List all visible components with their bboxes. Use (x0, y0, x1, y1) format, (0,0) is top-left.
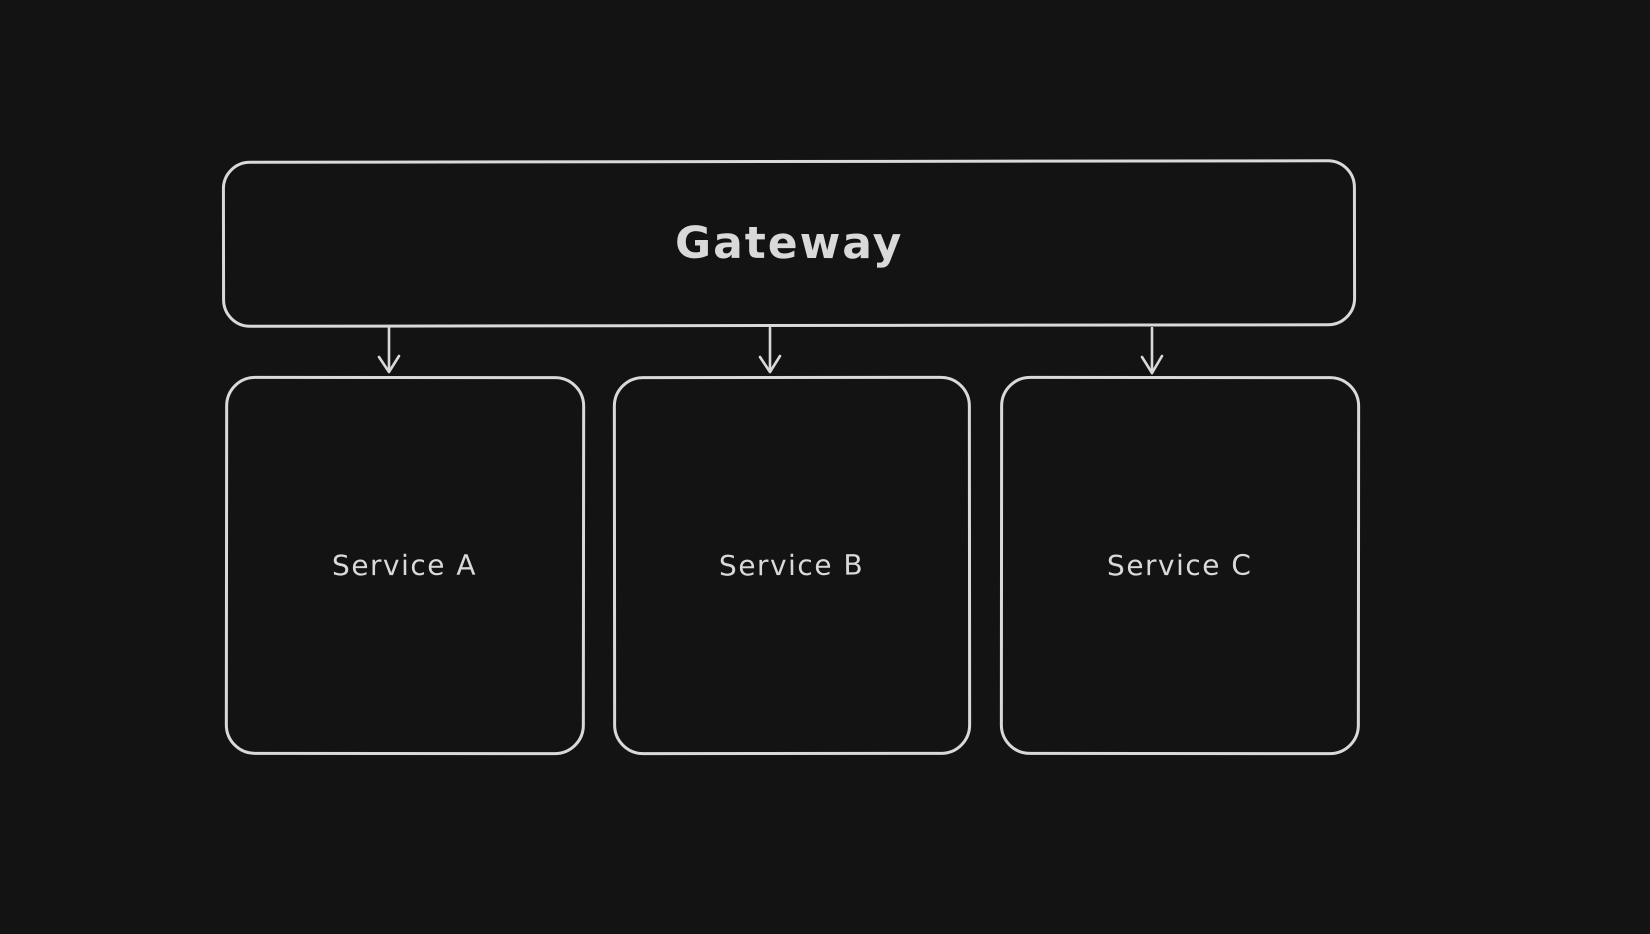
arrow-gateway-to-service-b (758, 327, 782, 374)
node-service-c: Service C (999, 375, 1361, 756)
node-service-a-label: Service A (332, 548, 478, 583)
arrow-gateway-to-service-a (377, 327, 401, 374)
node-service-c-label: Service C (1107, 548, 1253, 583)
node-gateway-label: Gateway (674, 217, 904, 270)
node-service-b: Service B (612, 375, 972, 756)
node-service-b-label: Service B (719, 548, 865, 583)
node-service-a: Service A (224, 375, 586, 756)
arrow-gateway-to-service-c (1140, 327, 1164, 375)
node-gateway: Gateway (221, 159, 1357, 328)
